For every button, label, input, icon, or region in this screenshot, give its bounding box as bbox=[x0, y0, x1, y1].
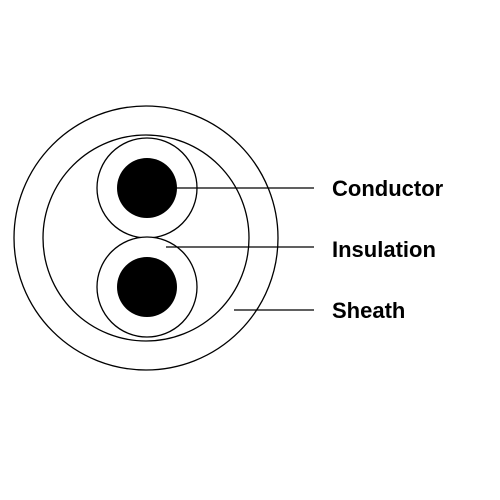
lower-conductor bbox=[117, 257, 177, 317]
upper-conductor bbox=[117, 158, 177, 218]
sheath-label: Sheath bbox=[332, 298, 405, 323]
inner-sheath-circle bbox=[42, 134, 250, 342]
outer-sheath-circle bbox=[13, 105, 279, 371]
insulation-label: Insulation bbox=[332, 237, 436, 262]
conductor-label: Conductor bbox=[332, 176, 444, 201]
